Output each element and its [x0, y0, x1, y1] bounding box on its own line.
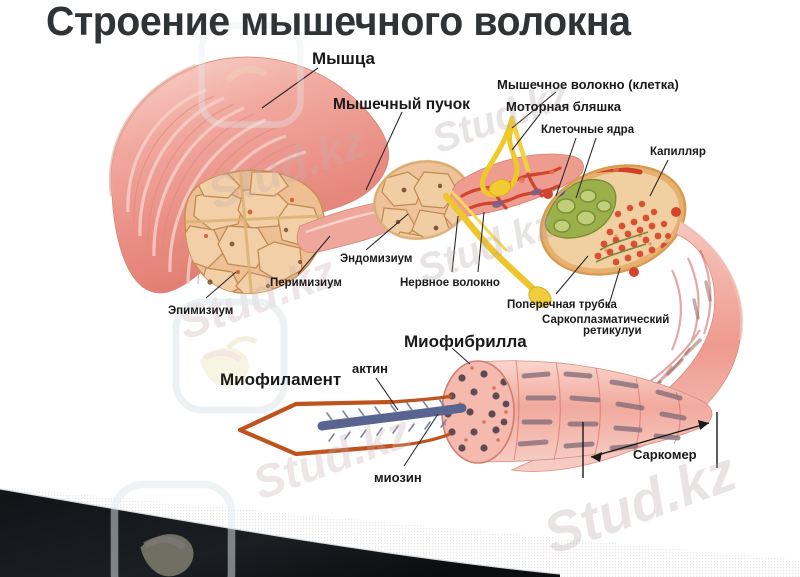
muscle-fascicle: [373, 159, 473, 249]
sarcomere-bracket: [582, 412, 718, 478]
label-muscle-fascicle: Мышечный пучок: [333, 96, 470, 113]
watermark-text: Stud.kz: [246, 404, 418, 510]
stud-logo-icon: [110, 480, 236, 577]
label-motor-end-plate: Моторная бляшка: [506, 99, 621, 114]
label-nerve-fiber: Нервное волокно: [400, 277, 500, 289]
label-myofibril: Миофибрилла: [404, 332, 527, 351]
muscle-fiber-cell: [539, 164, 687, 277]
label-capillary: Капилляр: [650, 146, 706, 158]
label-epimysium: Эпимизиум: [168, 305, 234, 317]
myofilament: [237, 394, 467, 457]
label-myofilament: Миофиламент: [220, 370, 342, 389]
label-cell-nuclei: Клеточные ядра: [541, 124, 635, 136]
page-title: Строение мышечного волокна: [46, 0, 631, 44]
decorative-wedge: [0, 487, 800, 577]
label-muscle: Мышца: [312, 49, 375, 68]
label-myosin: миозин: [374, 470, 422, 485]
label-sarcoplasmic-reticulum-line2: ретикулуи: [583, 325, 642, 337]
muscle-fiber-body: [450, 153, 584, 217]
nerve-fiber: [442, 190, 552, 308]
label-sarcomere: Саркомер: [633, 447, 697, 462]
label-transverse-tubule: Поперечная трубка: [507, 299, 617, 311]
fascicle-stalk: [296, 200, 407, 254]
label-muscle-fiber-cell: Мышечное волокно (клетка): [497, 77, 679, 92]
label-actin: актин: [352, 361, 388, 376]
label-sarcoplasmic-reticulum-line1: Саркоплазматический: [542, 314, 670, 326]
motor-end-plate: [480, 115, 531, 198]
watermark-text: Stud.kz: [201, 114, 373, 220]
fiber-tail: [510, 220, 743, 472]
label-endomysium: Эндомизиум: [340, 253, 413, 265]
label-perimysium: Перимизиум: [270, 277, 342, 289]
watermark-text: Stud.kz: [171, 244, 343, 350]
